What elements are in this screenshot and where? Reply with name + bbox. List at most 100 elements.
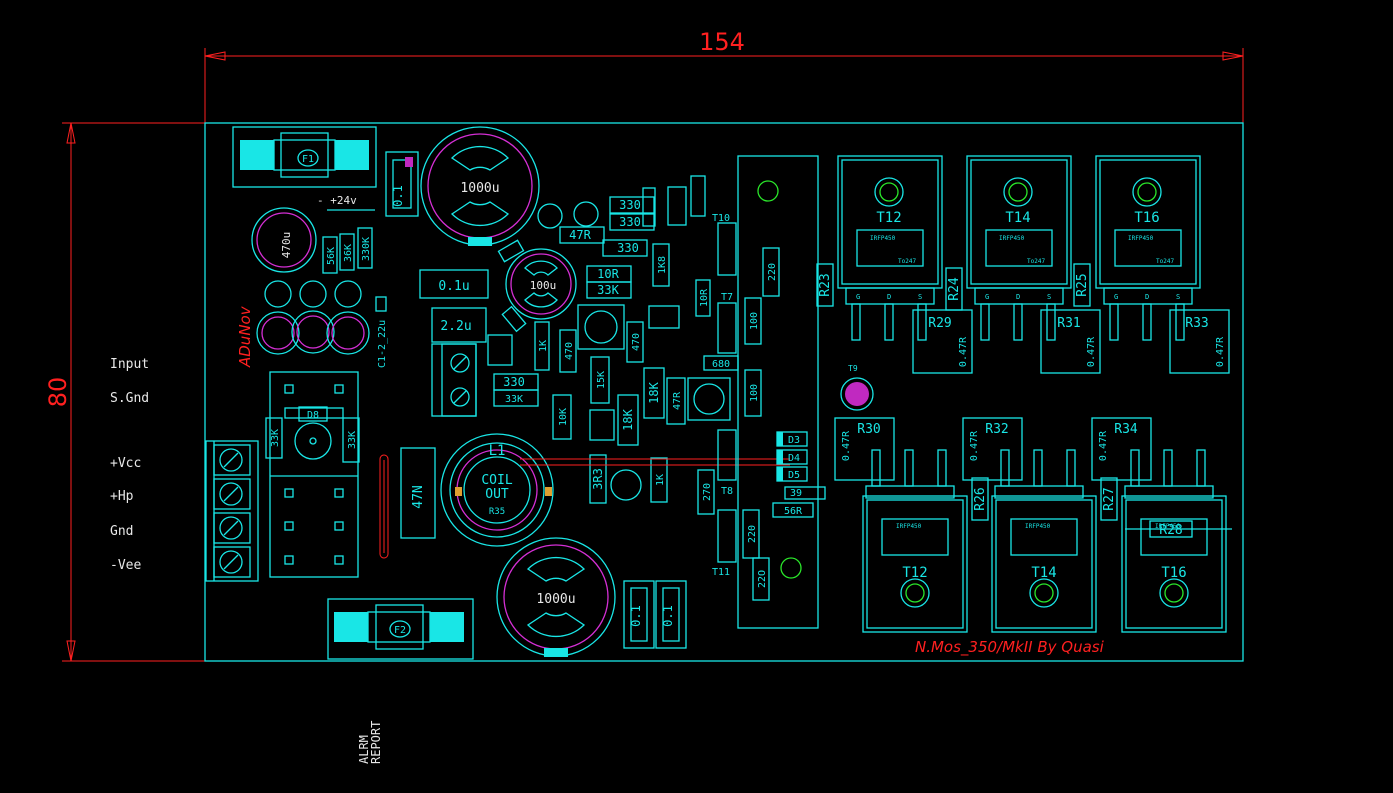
svg-text:G: G — [1114, 293, 1118, 301]
svg-text:IRFP450: IRFP450 — [870, 235, 896, 242]
small-transistor-cluster — [256, 280, 370, 355]
svg-text:D: D — [887, 293, 891, 301]
svg-text:39: 39 — [790, 488, 802, 499]
svg-text:R35: R35 — [489, 507, 505, 517]
svg-text:22O: 22O — [757, 570, 768, 588]
transistor-bottom-2: IRFP450 T14 — [991, 449, 1097, 633]
terminal-block — [205, 440, 259, 582]
supply-label: - +24v — [317, 194, 357, 207]
svg-text:R28: R28 — [1159, 523, 1182, 538]
svg-text:0.47R: 0.47R — [1215, 336, 1226, 367]
svg-text:47R: 47R — [569, 228, 591, 242]
svg-text:470: 470 — [631, 333, 642, 351]
svg-text:L1: L1 — [489, 443, 506, 459]
svg-text:470u: 470u — [280, 232, 293, 259]
svg-text:1000u: 1000u — [536, 592, 575, 607]
svg-text:To247: To247 — [898, 258, 916, 265]
svg-text:1K8: 1K8 — [657, 256, 668, 274]
svg-text:D: D — [1016, 293, 1020, 301]
io-label-gnd: Gnd — [110, 524, 133, 539]
small-ic — [487, 334, 513, 366]
svg-text:33K: 33K — [505, 394, 523, 405]
svg-text:OUT: OUT — [485, 487, 509, 502]
svg-text:G: G — [985, 293, 989, 301]
svg-text:10R: 10R — [699, 288, 710, 307]
fuse-f2: F2 — [327, 598, 474, 660]
svg-text:15K: 15K — [596, 371, 607, 389]
svg-text:2.2u: 2.2u — [440, 319, 471, 334]
cap-470: 470u — [251, 207, 317, 273]
io-label-hp: +Hp — [110, 489, 134, 504]
svg-text:330K: 330K — [361, 237, 372, 261]
svg-text:R31: R31 — [1057, 316, 1080, 331]
svg-text:T8: T8 — [721, 486, 733, 497]
svg-text:220: 220 — [747, 525, 758, 543]
svg-text:0.47R: 0.47R — [1086, 336, 1097, 367]
svg-text:D3: D3 — [788, 435, 800, 446]
output-transistors-top: T12 IRFP450 To247 G D S T14 IRFP450 To24… — [837, 155, 1201, 341]
svg-text:56K: 56K — [326, 247, 337, 265]
svg-text:220: 220 — [767, 263, 778, 281]
svg-text:33K: 33K — [347, 431, 358, 449]
height-dimension: 80 — [44, 377, 72, 408]
diode-d2 — [501, 305, 527, 333]
svg-text:270: 270 — [702, 483, 713, 501]
svg-text:680: 680 — [712, 359, 730, 370]
svg-text:IRFP450: IRFP450 — [896, 523, 922, 530]
diode-d1 — [497, 239, 525, 263]
heatsink-bar: 220 100 100 22O — [737, 155, 819, 629]
resistor-group-top-left: 56K 36K 330K — [322, 227, 373, 274]
svg-text:R25: R25 — [1075, 273, 1090, 296]
svg-text:T11: T11 — [712, 567, 730, 578]
cap-1000-top: 1000u — [420, 126, 540, 246]
fuse-f1-label: F1 — [302, 154, 314, 165]
svg-text:COIL: COIL — [481, 473, 512, 488]
fuse-f2-label: F2 — [394, 625, 406, 636]
rectifier-bridge: D8 33K 33K — [265, 371, 360, 578]
svg-text:R24: R24 — [947, 277, 962, 301]
svg-text:0.1: 0.1 — [661, 605, 675, 627]
svg-text:47R: 47R — [672, 391, 683, 410]
io-label-input: Input — [110, 357, 149, 372]
cap-47n: 47N — [400, 447, 436, 539]
gate-resistors-bottom: R26 R27 R28 — [971, 477, 1232, 538]
svg-text:0.47R: 0.47R — [841, 430, 852, 461]
fuse-f1: F1 — [232, 126, 377, 188]
svg-text:R23: R23 — [818, 273, 833, 296]
svg-text:D: D — [1145, 293, 1149, 301]
svg-text:0.1u: 0.1u — [438, 279, 469, 294]
svg-text:D8: D8 — [307, 410, 319, 421]
svg-text:To247: To247 — [1156, 258, 1174, 265]
svg-text:100u: 100u — [530, 279, 557, 292]
cap-22: 2.2u — [431, 307, 487, 343]
transistor-bottom-3: IRFP450 T16 — [1121, 449, 1227, 633]
svg-text:S: S — [1047, 293, 1051, 301]
svg-text:T12: T12 — [876, 210, 901, 226]
svg-text:R30: R30 — [857, 422, 880, 437]
svg-text:R32: R32 — [985, 422, 1008, 437]
svg-text:330: 330 — [619, 198, 641, 212]
gate-resistors-top: R23 R24 R25 — [816, 263, 1091, 311]
svg-text:1000u: 1000u — [460, 181, 499, 196]
cap-01-mid: 0.1u — [419, 269, 489, 299]
small-transistor-group-center — [537, 175, 706, 229]
svg-text:To247: To247 — [1027, 258, 1045, 265]
svg-text:56R: 56R — [784, 506, 803, 517]
cap-01-top: 0.1 — [385, 151, 419, 217]
io-labels: Input S.Gnd +Vcc +Hp Gnd -Vee — [110, 357, 149, 573]
svg-text:R27: R27 — [1102, 487, 1117, 510]
svg-text:0.47R: 0.47R — [958, 336, 969, 367]
svg-text:T10: T10 — [712, 213, 730, 224]
svg-text:R26: R26 — [973, 487, 988, 510]
width-dimension: 154 — [699, 28, 745, 56]
transistor-t9: T9 — [840, 364, 874, 411]
cap-1000-bottom: 1000u — [496, 537, 616, 657]
svg-text:0.47R: 0.47R — [969, 430, 980, 461]
svg-text:1K: 1K — [655, 474, 666, 486]
svg-text:100: 100 — [749, 384, 760, 402]
transistor-top-1: T12 IRFP450 To247 G D S — [837, 155, 943, 341]
driver-strip: T10 T7 680 T8 T11 220 — [703, 213, 760, 578]
resistor-group-center: 330 330 47R 330 10R 33K 330 33K — [493, 196, 655, 407]
output-coil: L1 COIL OUT R35 — [440, 433, 554, 547]
svg-text:T14: T14 — [1031, 565, 1056, 581]
